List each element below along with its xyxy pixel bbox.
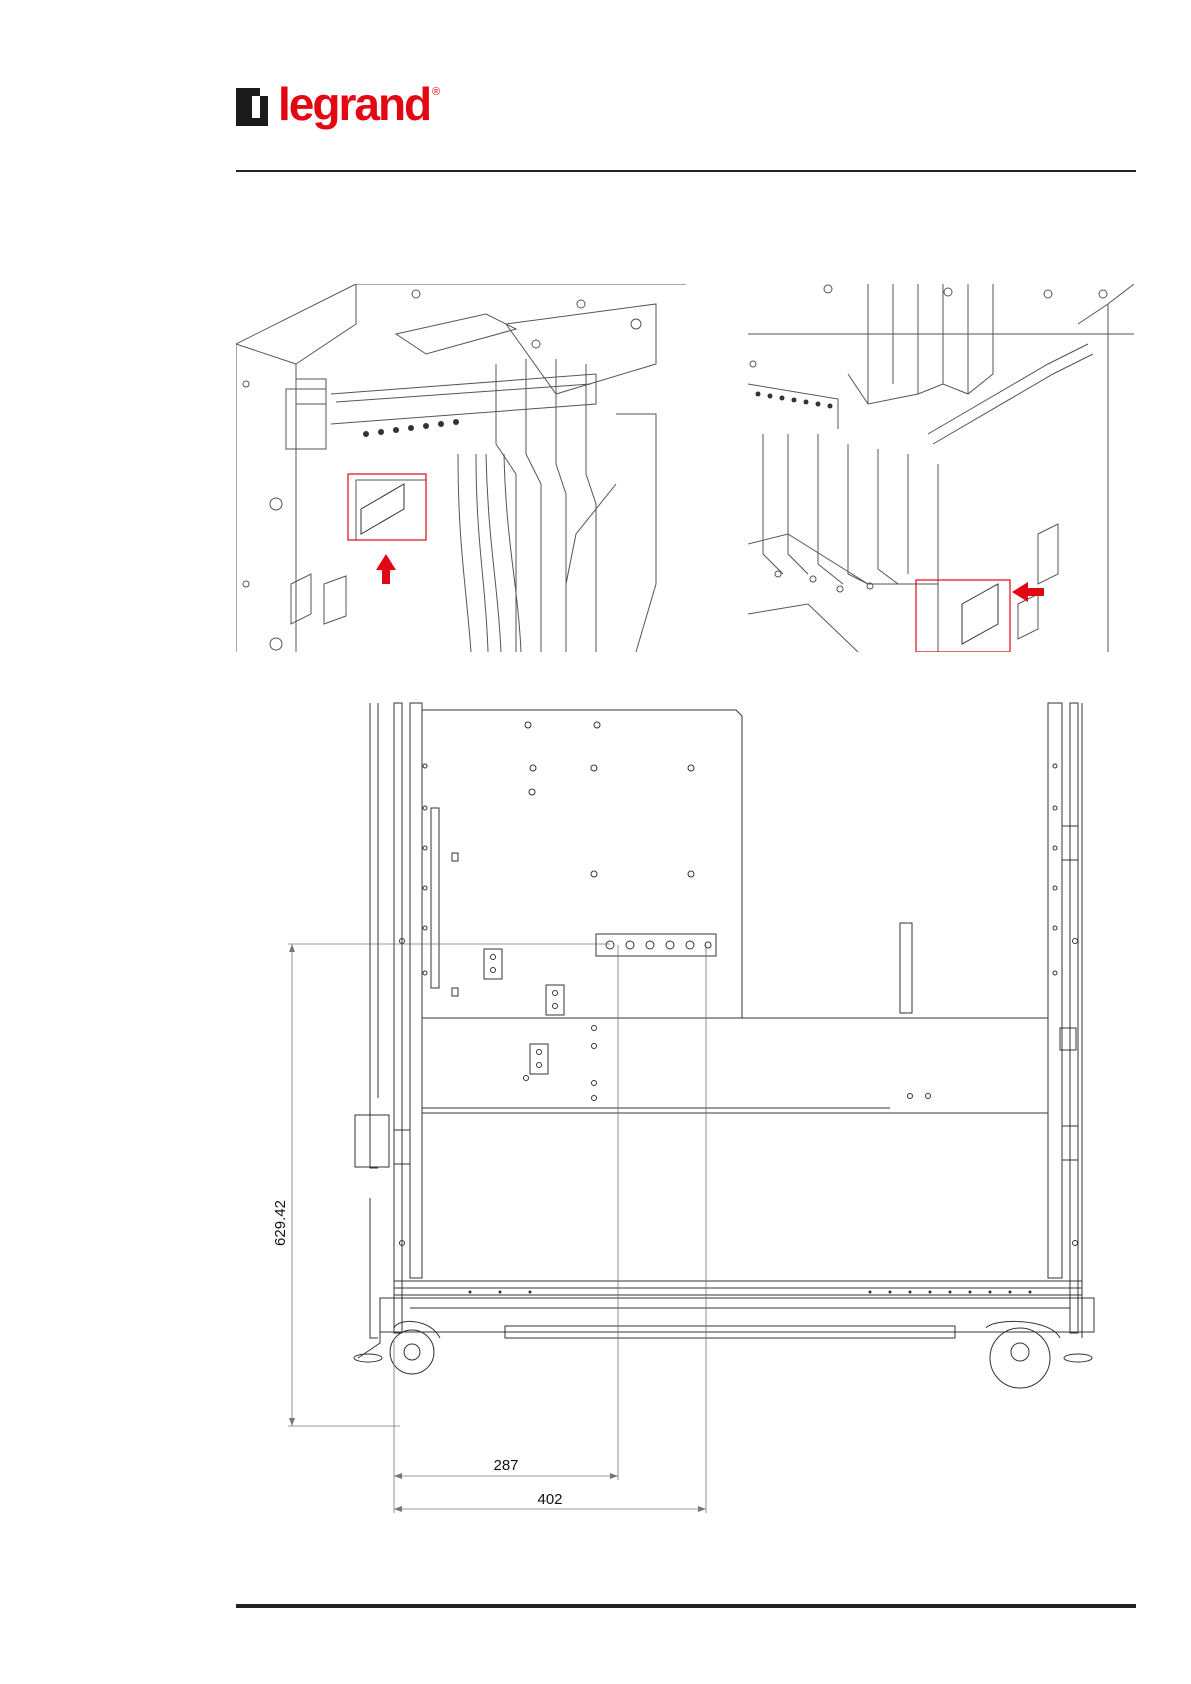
left-detail-illustration xyxy=(236,284,686,652)
legrand-logo-mark-icon xyxy=(236,88,268,126)
arrow-up-icon xyxy=(376,554,396,584)
dimension-horizontal-long-label: 402 xyxy=(537,1491,562,1508)
brand-name: legrand xyxy=(278,78,430,130)
footer-rule xyxy=(236,1604,1136,1608)
right-detail-illustration xyxy=(748,284,1134,652)
header-rule xyxy=(236,170,1136,172)
arrow-left-icon xyxy=(1012,582,1044,602)
registered-mark: ® xyxy=(432,86,440,98)
legrand-logo: legrand ® xyxy=(236,84,446,136)
cabinet-front-view-drawing: 629.42 287 402 xyxy=(270,698,1110,1528)
dimension-horizontal-short-label: 287 xyxy=(493,1457,518,1474)
dimension-vertical-label: 629.42 xyxy=(272,1200,289,1246)
